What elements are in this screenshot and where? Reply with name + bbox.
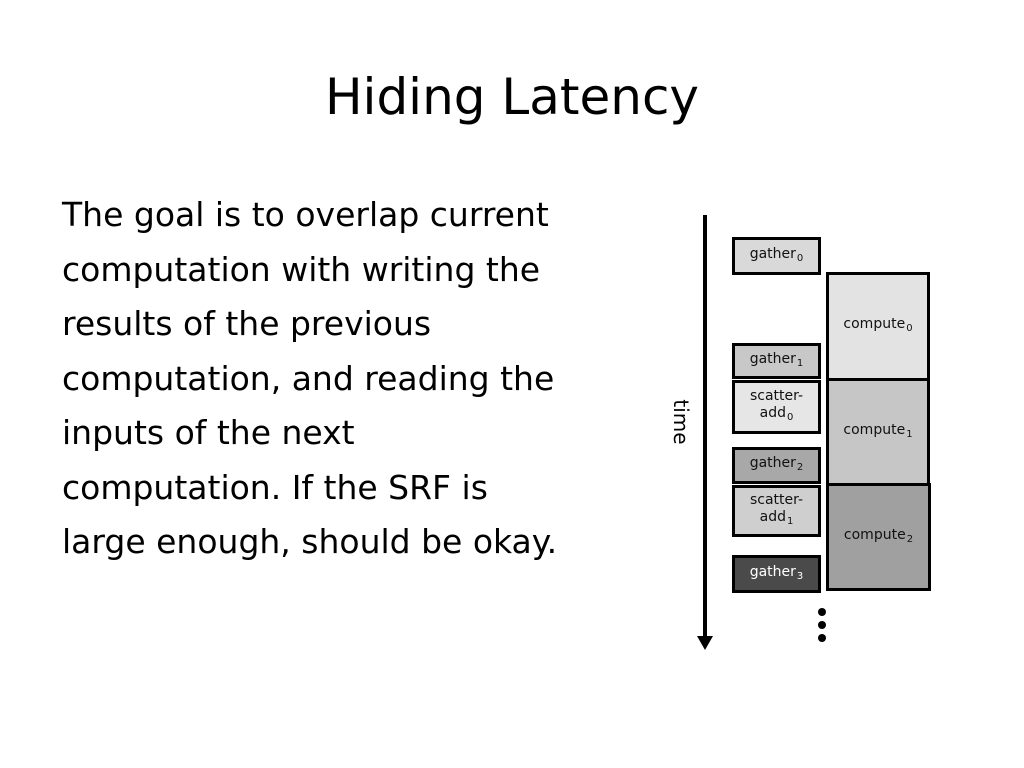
gather-1-box: gather1 [732,343,821,379]
body-line: The goal is to overlap current [62,195,549,234]
box-label-line2: add [759,405,786,421]
box-label: compute [843,526,906,543]
box-label: compute [843,316,906,332]
box-subscript: 2 [796,462,804,473]
box-subscript: 0 [786,412,794,423]
body-line: inputs of the next [62,413,355,452]
box-subscript: 0 [796,252,804,264]
slide-title: Hiding Latency [324,68,700,126]
gather-3-box: gather3 [732,555,821,593]
scatter-add-0-box: scatter- add0 [732,380,821,434]
box-label: scatter- [749,388,804,404]
box-label: scatter- [749,492,804,508]
gather-2-box: gather2 [732,447,821,484]
box-subscript: 2 [906,533,914,545]
time-axis-label: time [669,399,693,445]
box-subscript: 3 [796,570,804,582]
body-line: large enough, should be okay. [62,522,558,561]
body-line: results of the previous [62,304,432,343]
ellipsis-icon [818,608,828,648]
body-line: computation, and reading the [62,358,555,398]
time-axis-line [703,215,707,640]
box-label: gather [749,350,796,367]
time-arrow-icon [697,636,713,650]
box-subscript: 1 [906,428,913,440]
box-label: gather [749,245,796,262]
compute-0-box: compute0 [826,272,930,381]
box-label: compute [843,421,906,438]
box-subscript: 1 [796,357,804,369]
compute-2-box: compute2 [826,483,931,591]
box-label: gather [749,455,796,471]
box-subscript: 1 [786,516,794,527]
box-label-line2: add [759,509,786,525]
gather-0-box: gather0 [732,237,821,275]
body-line: computation with writing the [62,249,541,289]
body-line: computation. If the SRF is [62,467,488,507]
box-subscript: 0 [906,323,913,334]
compute-1-box: compute1 [826,378,930,486]
scatter-add-1-box: scatter- add1 [732,485,821,537]
slide-body-text: The goal is to overlap current computati… [62,188,622,570]
box-label: gather [749,563,796,580]
